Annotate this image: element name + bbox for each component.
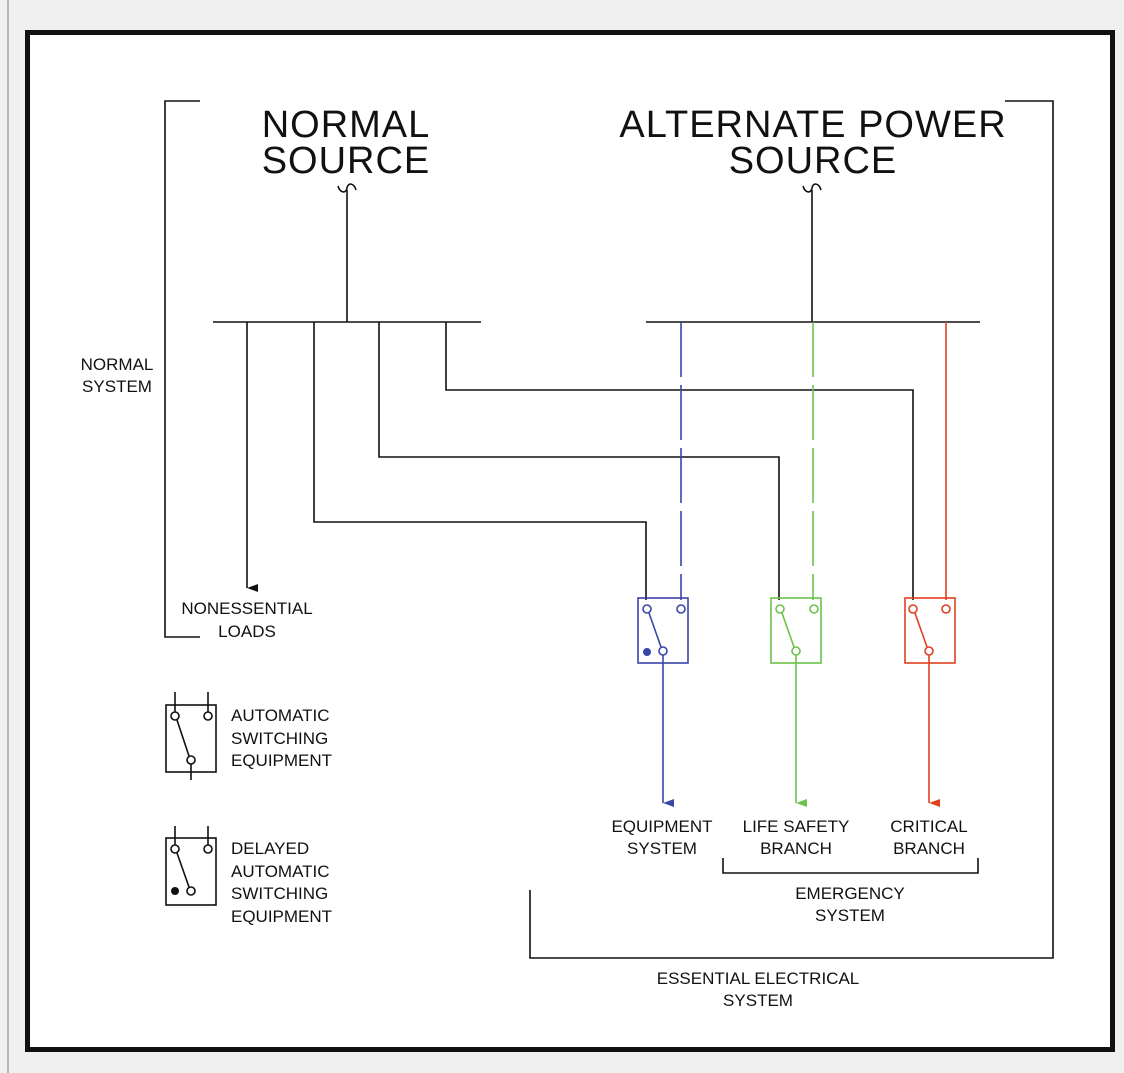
emergency-system-bracket (722, 858, 979, 874)
equipment-system-label: EQUIPMENT SYSTEM (611, 817, 712, 858)
nonessential-line2: LOADS (218, 622, 276, 641)
emergency-label-line1: EMERGENCY (795, 884, 905, 903)
life-safety-label-line1: LIFE SAFETY (743, 817, 850, 836)
emergency-label-line2: SYSTEM (815, 906, 885, 925)
equipment-label-line2: SYSTEM (627, 839, 697, 858)
normal-feeder-to-life-safety (378, 322, 780, 600)
alternate-source-bracket (529, 100, 1054, 959)
normal-feeder-to-equipment (313, 322, 647, 600)
critical-label-line2: BRANCH (893, 839, 965, 858)
normal-system-line1: NORMAL (81, 355, 154, 374)
alternate-source-line1: ALTERNATE POWER (619, 104, 1006, 146)
alternate-source-title: ALTERNATE POWER SOURCE (619, 104, 1006, 182)
critical-label-line1: CRITICAL (890, 817, 967, 836)
equipment-label-line1: EQUIPMENT (611, 817, 712, 836)
normal-source-title: NORMAL SOURCE (262, 104, 431, 182)
nonessential-loads-label: NONESSENTIAL LOADS (181, 599, 312, 641)
alternate-ac-symbol-icon (802, 183, 822, 193)
nonessential-line1: NONESSENTIAL (181, 599, 312, 618)
legend-delayed-line1: DELAYED (231, 839, 309, 858)
essential-label-line2: SYSTEM (723, 991, 793, 1010)
legend-automatic-line2: SWITCHING (231, 729, 328, 748)
emergency-system-label: EMERGENCY SYSTEM (795, 884, 905, 925)
normal-source-line2: SOURCE (262, 140, 431, 182)
essential-electrical-system-label: ESSENTIAL ELECTRICAL SYSTEM (657, 969, 860, 1010)
normal-feeder-to-critical (445, 322, 914, 600)
left-edge-rule (7, 0, 9, 1073)
legend-automatic-label: AUTOMATIC SWITCHING EQUIPMENT (231, 706, 332, 770)
critical-transfer-switch (904, 597, 956, 664)
equipment-transfer-switch (637, 597, 689, 664)
alternate-source-line2: SOURCE (729, 140, 898, 182)
normal-system-label: NORMAL SYSTEM (81, 355, 154, 396)
legend-delayed-switch-icon (165, 826, 217, 906)
normal-ac-symbol-icon (337, 183, 357, 193)
essential-label-line1: ESSENTIAL ELECTRICAL (657, 969, 860, 988)
diagram-frame (25, 30, 1115, 1052)
legend-automatic-line3: EQUIPMENT (231, 751, 332, 770)
normal-source-line1: NORMAL (262, 104, 431, 146)
legend-delayed-label: DELAYED AUTOMATIC SWITCHING EQUIPMENT (231, 839, 332, 926)
legend-delayed-line4: EQUIPMENT (231, 907, 332, 926)
legend-automatic-line1: AUTOMATIC (231, 706, 330, 725)
legend-automatic-switch-icon (165, 692, 217, 780)
normal-system-line2: SYSTEM (82, 377, 152, 396)
life-safety-branch-label: LIFE SAFETY BRANCH (743, 817, 850, 858)
normal-system-bracket (164, 100, 200, 638)
life-safety-label-line2: BRANCH (760, 839, 832, 858)
legend-delayed-line3: SWITCHING (231, 884, 328, 903)
legend-delayed-line2: AUTOMATIC (231, 862, 330, 881)
life-safety-transfer-switch (770, 597, 822, 664)
critical-branch-label: CRITICAL BRANCH (890, 817, 967, 858)
